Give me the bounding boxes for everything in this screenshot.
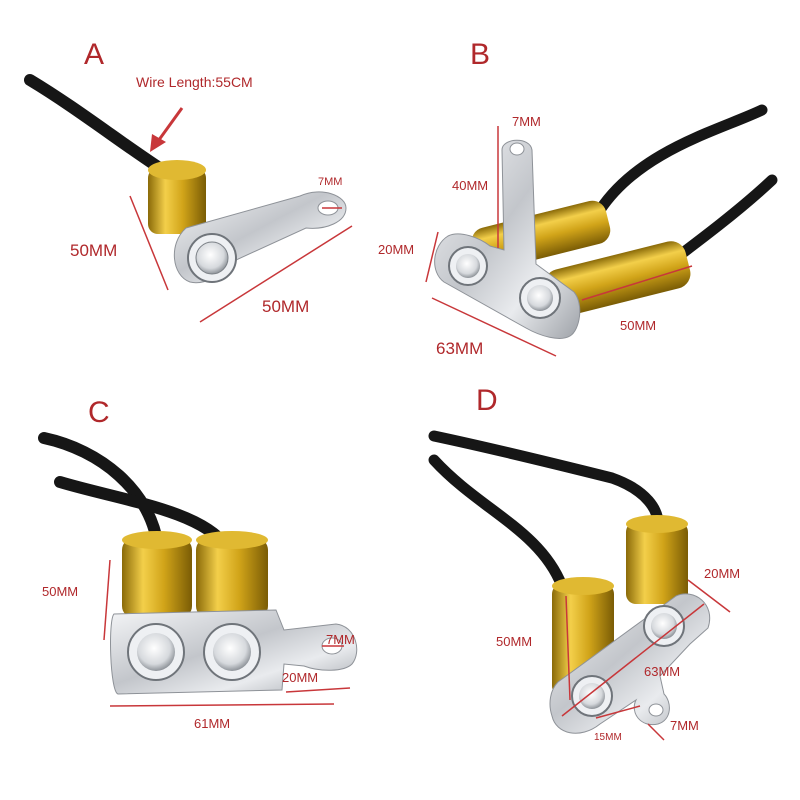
panel-b-dim-height: 20MM [378, 242, 414, 257]
panel-a-dim-height: 50MM [70, 241, 117, 260]
panel-b-dimension-lines [425, 126, 693, 357]
panel-a-arrow [150, 107, 184, 152]
panel-d-dimension-lines [561, 579, 731, 741]
panel-c-letter: C [88, 396, 110, 429]
panel-d-wire-1 [428, 430, 664, 534]
panel-c: C 50MM 7MM 20MM 61MM [38, 396, 358, 731]
panel-a-wire-note: Wire Length:55CM [136, 74, 253, 90]
panel-a-dimension-lines [129, 195, 353, 323]
panel-b-dim-hole: 7MM [512, 114, 541, 129]
panel-c-dim-hole: 7MM [326, 632, 355, 647]
panel-c-dim-width: 61MM [194, 716, 230, 731]
panel-d: D 20MM 50MM 63MM 15MM 7MM [428, 384, 740, 743]
panel-d-dim-spacing: 15MM [594, 732, 622, 743]
panel-d-dim-width: 63MM [644, 664, 680, 679]
panel-d-letter: D [476, 384, 498, 417]
panel-b-dim-width: 63MM [436, 339, 483, 358]
panel-c-wire-1 [38, 432, 164, 552]
panel-d-dim-height: 50MM [496, 634, 532, 649]
panel-d-wire-2 [428, 454, 568, 592]
panel-b-wire-1 [594, 104, 768, 216]
panel-b-letter: B [470, 38, 490, 71]
panel-b-dim-barrel: 50MM [620, 318, 656, 333]
panel-b: B 7MM 40MM 20MM 63MM 50MM [378, 38, 778, 358]
panel-c-dim-tab: 20MM [282, 670, 318, 685]
panel-a-dim-length: 50MM [262, 297, 309, 316]
panel-a: A Wire Length:55CM 7MM 50MM 50MM [24, 38, 353, 323]
panel-a-wire [24, 74, 181, 184]
panel-c-barrels [122, 531, 268, 618]
panel-a-switch [148, 160, 347, 284]
panel-b-buttons [448, 246, 561, 319]
panel-c-dimension-lines [103, 559, 351, 707]
panel-a-letter: A [84, 38, 104, 71]
panel-d-buttons [571, 605, 685, 717]
panel-d-dim-hole: 7MM [670, 718, 699, 733]
panel-c-buttons [127, 623, 261, 681]
panel-c-dim-height: 50MM [42, 584, 78, 599]
panel-b-dim-tab: 40MM [452, 178, 488, 193]
panel-d-dim-diameter: 20MM [704, 566, 740, 581]
panel-a-dim-hole: 7MM [318, 176, 342, 188]
